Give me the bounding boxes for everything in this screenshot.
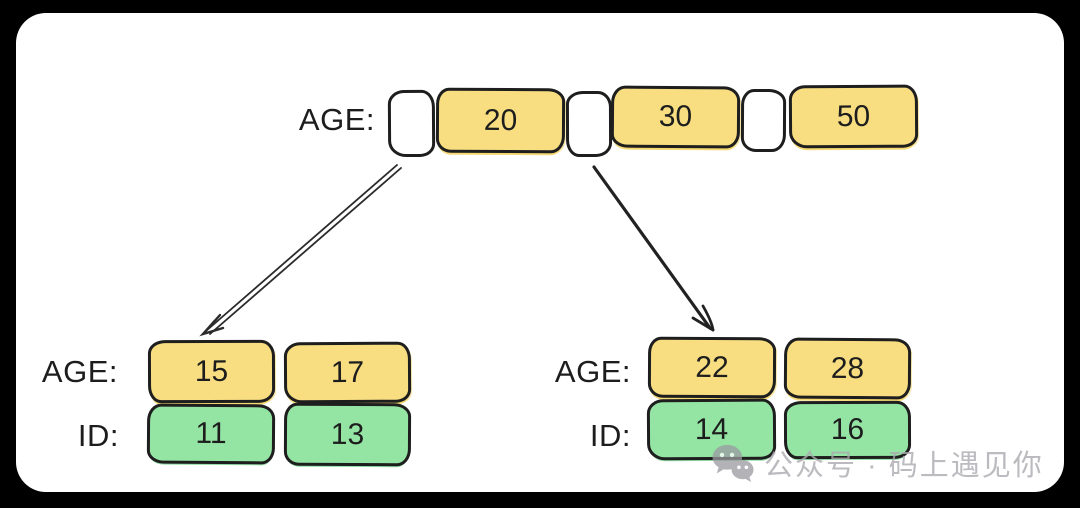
root-key-50: 50 (788, 84, 919, 149)
right-leaf-age-label: AGE: (554, 354, 631, 389)
watermark-text: 公众号 · 码上遇见你 (764, 450, 1044, 482)
left-leaf-id-label: ID: (77, 418, 119, 453)
root-pointer-cell-3 (740, 88, 787, 153)
root-pointer-cell-1 (387, 89, 436, 158)
left-leaf-age-label: AGE: (41, 354, 118, 389)
root-pointer-cell-2 (565, 90, 613, 158)
left-leaf-id-13: 13 (283, 402, 412, 467)
wechat-icon (712, 444, 754, 483)
root-key-20: 20 (435, 87, 566, 154)
right-leaf-age-28: 28 (783, 337, 912, 400)
right-leaf-age-22: 22 (647, 336, 777, 399)
root-age-label: AGE: (298, 102, 375, 137)
root-key-30: 30 (610, 85, 741, 149)
left-leaf-age-17: 17 (283, 341, 412, 404)
left-leaf-age-15: 15 (147, 339, 276, 404)
watermark: 公众号 · 码上遇见你 (710, 442, 1044, 484)
right-leaf-id-label: ID: (589, 418, 631, 453)
left-leaf-id-11: 11 (146, 403, 276, 465)
